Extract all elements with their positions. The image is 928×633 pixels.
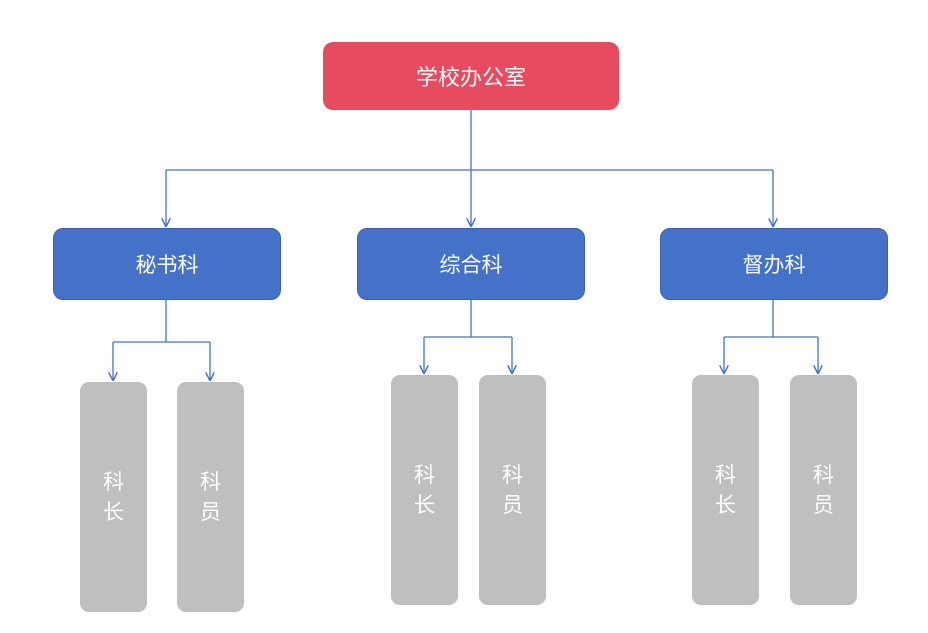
staff-node-chief: 科长 [80,382,147,612]
root-node: 学校办公室 [323,42,619,110]
staff-node-clerk: 科员 [479,375,546,605]
department-node-supervision: 督办科 [660,228,888,300]
department-node-general: 综合科 [357,228,585,300]
staff-label: 科员 [200,470,221,524]
staff-node-chief: 科长 [692,375,759,605]
staff-label: 科员 [502,463,523,517]
staff-node-chief: 科长 [391,375,458,605]
staff-node-clerk: 科员 [790,375,857,605]
staff-label: 科员 [813,463,834,517]
staff-label: 科长 [103,470,124,524]
staff-label: 科长 [414,463,435,517]
staff-node-clerk: 科员 [177,382,244,612]
staff-label: 科长 [715,463,736,517]
department-node-secretariat: 秘书科 [53,228,281,300]
